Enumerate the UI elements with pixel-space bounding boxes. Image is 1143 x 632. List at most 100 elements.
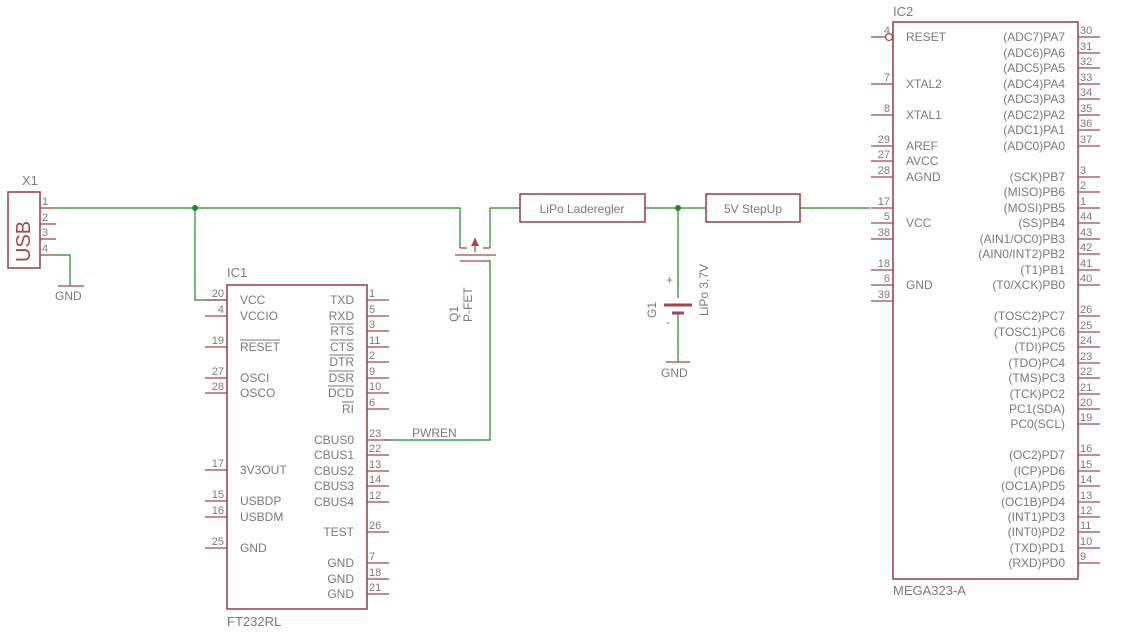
ic1-left-pin-0-num: 20 xyxy=(212,288,224,300)
wires: PWREN xyxy=(56,205,870,441)
charger-block: LiPo Laderegler xyxy=(519,193,646,223)
ic2-left-pin-10-label: GND xyxy=(906,278,933,292)
ic1-right-pin-8-label: CBUS0 xyxy=(314,433,354,447)
ic2-left-pin-7-label: VCC xyxy=(906,216,932,230)
ic2-right-pin-22-num: 20 xyxy=(1080,397,1092,409)
ic1-right-pin-6-label: DCD xyxy=(328,386,354,400)
ic2-left-pin-0-num: 4 xyxy=(884,25,890,37)
ic1-right-pin-13-label: TEST xyxy=(323,525,354,539)
ic2-right-pin-5-label: (ADC2)PA2 xyxy=(1003,108,1065,122)
ic1-body xyxy=(226,284,368,610)
ic1-right-pin-0-label: TXD xyxy=(330,293,354,307)
ic2-left-pin-0-label: RESET xyxy=(906,30,947,44)
ic2-left-pin-0-invert xyxy=(884,32,894,42)
ic2-right-pin-19-num: 23 xyxy=(1080,351,1092,363)
ic2-right-pin-20-label: (TMS)PC3 xyxy=(1008,371,1065,385)
ic1-right-pin-2-num: 3 xyxy=(369,319,375,331)
ic2-right-pin-1-num: 31 xyxy=(1080,41,1092,53)
net-label-pwren: PWREN xyxy=(412,426,457,440)
ic2-right-pin-4-label: (ADC3)PA3 xyxy=(1003,92,1065,106)
ic2-right-pin-26-num: 14 xyxy=(1080,474,1092,486)
ic2-right-pin-21-label: (TCK)PC2 xyxy=(1010,387,1066,401)
ic1-right-pin-3-label: CTS xyxy=(330,340,354,354)
ic2-right-pin-17-num: 25 xyxy=(1080,320,1092,332)
ic2-right-pin-21-num: 21 xyxy=(1080,382,1092,394)
ic1-right-pin-13-num: 26 xyxy=(369,520,381,532)
ic2-right-pin-19-label: (TDO)PC4 xyxy=(1008,356,1065,370)
ic2-right-pin-31-label: (RXD)PD0 xyxy=(1008,556,1065,570)
ic2-left-pin-1-label: XTAL2 xyxy=(906,77,942,91)
ground-label-usb: GND xyxy=(55,289,82,303)
ic2-right-pin-11-num: 44 xyxy=(1080,211,1092,223)
ic1-right-pin-9-label: CBUS1 xyxy=(314,448,354,462)
ic1-right-pin-14-label: GND xyxy=(327,556,354,570)
ic2-right-pin-27-num: 13 xyxy=(1080,490,1092,502)
ic2-right-pin-14-label: (T1)PB1 xyxy=(1020,263,1065,277)
usb-pin-1-num: 1 xyxy=(42,196,48,208)
ic2-right-pin-6-num: 36 xyxy=(1080,118,1092,130)
ic2-right-pin-3-label: (ADC4)PA4 xyxy=(1003,77,1065,91)
ic2-right-pin-9-num: 2 xyxy=(1080,180,1086,192)
ic1-part: FT232RL xyxy=(227,614,281,629)
wire-ic1-vcc xyxy=(194,208,227,301)
ic2-right-pin-28-label: (INT1)PD3 xyxy=(1008,510,1066,524)
ic2-right-pin-23-num: 19 xyxy=(1080,412,1092,424)
ic1-right-pin-12-num: 12 xyxy=(369,490,381,502)
ic2-right-pin-12-num: 43 xyxy=(1080,227,1092,239)
ic2-left-pin-2-label: XTAL1 xyxy=(906,108,942,122)
ic1-right-pin-0-num: 1 xyxy=(369,288,375,300)
ic2-left-pin-4-label: AVCC xyxy=(906,154,939,168)
usb-pin-4-num: 4 xyxy=(42,243,48,255)
ic1-left-pin-7-num: 16 xyxy=(212,505,224,517)
ic2-left-pin-7-num: 5 xyxy=(884,211,890,223)
ic2-left-pin-4-num: 27 xyxy=(878,149,890,161)
ic1-right-pin-4-label: DTR xyxy=(329,355,354,369)
ic2-right-pin-4-num: 34 xyxy=(1080,87,1092,99)
usb-connector: X1 USB 1 2 3 4 xyxy=(7,173,56,269)
ic1-left-pin-0-label: VCC xyxy=(240,293,266,307)
pfet-type: P-FET xyxy=(461,287,475,322)
ic1-left-pin-2-num: 19 xyxy=(212,335,224,347)
ic2-right-pin-15-label: (T0/XCK)PB0 xyxy=(992,278,1065,292)
ic2-left-pin-3-label: AREF xyxy=(906,139,938,153)
ic2-right-pin-15-num: 40 xyxy=(1080,273,1092,285)
junction-vbat xyxy=(675,205,681,211)
usb-connector-name: X1 xyxy=(22,173,38,188)
ic2-right-pin-8-num: 3 xyxy=(1080,165,1086,177)
ic1-right-pin-6-num: 10 xyxy=(369,381,381,393)
ic2-right-pin-3-num: 33 xyxy=(1080,72,1092,84)
ic2-right-pin-25-num: 15 xyxy=(1080,459,1092,471)
ic2-right-pin-26-label: (OC1A)PD5 xyxy=(1001,479,1065,493)
ic2-right-pin-9-label: (MISO)PB6 xyxy=(1004,185,1066,199)
ic2-right-pin-8-label: (SCK)PB7 xyxy=(1010,170,1066,184)
battery-value: LiPo 3,7V xyxy=(697,264,711,316)
ic1-left-pin-3-label: OSCI xyxy=(240,371,269,385)
usb-pin-3-num: 3 xyxy=(42,227,48,239)
ic2-right-pin-10-label: (MOSI)PB5 xyxy=(1004,201,1066,215)
ic1-right-pin-7-num: 6 xyxy=(369,397,375,409)
ic1-right-pin-5-label: DSR xyxy=(329,371,355,385)
ic2-right-pin-18-label: (TDI)PC5 xyxy=(1014,340,1065,354)
ic2-right-pin-1-label: (ADC6)PA6 xyxy=(1003,46,1065,60)
ic1-left-pin-6-label: USBDP xyxy=(240,494,281,508)
ic1-right-pin-9-num: 22 xyxy=(369,443,381,455)
ic1-left-pin-1-num: 4 xyxy=(218,304,224,316)
ic1-left-pin-5-num: 17 xyxy=(212,458,224,470)
ic2-name: IC2 xyxy=(893,4,913,19)
ic2-right-pin-23-label: PC0(SCL) xyxy=(1010,417,1065,431)
ic2-right-pin-25-label: (ICP)PD6 xyxy=(1014,464,1066,478)
ic1-right-pin-1-label: RXD xyxy=(329,309,355,323)
ic2-left-pin-10-num: 6 xyxy=(884,273,890,285)
ic1-right-pin-16-num: 21 xyxy=(369,582,381,594)
ic2-right-pin-2-label: (ADC5)PA5 xyxy=(1003,61,1065,75)
ic2-right-pin-10-num: 1 xyxy=(1080,196,1086,208)
ic1-left-pin-4-label: OSCO xyxy=(240,386,275,400)
ic2-right-pin-29-num: 11 xyxy=(1080,520,1091,532)
ic2-right-pin-24-num: 16 xyxy=(1080,443,1092,455)
battery-name: G1 xyxy=(645,302,659,318)
ic1-right-pin-15-label: GND xyxy=(327,572,354,586)
wire-vbus xyxy=(56,207,461,248)
ic1-name: IC1 xyxy=(227,265,247,280)
